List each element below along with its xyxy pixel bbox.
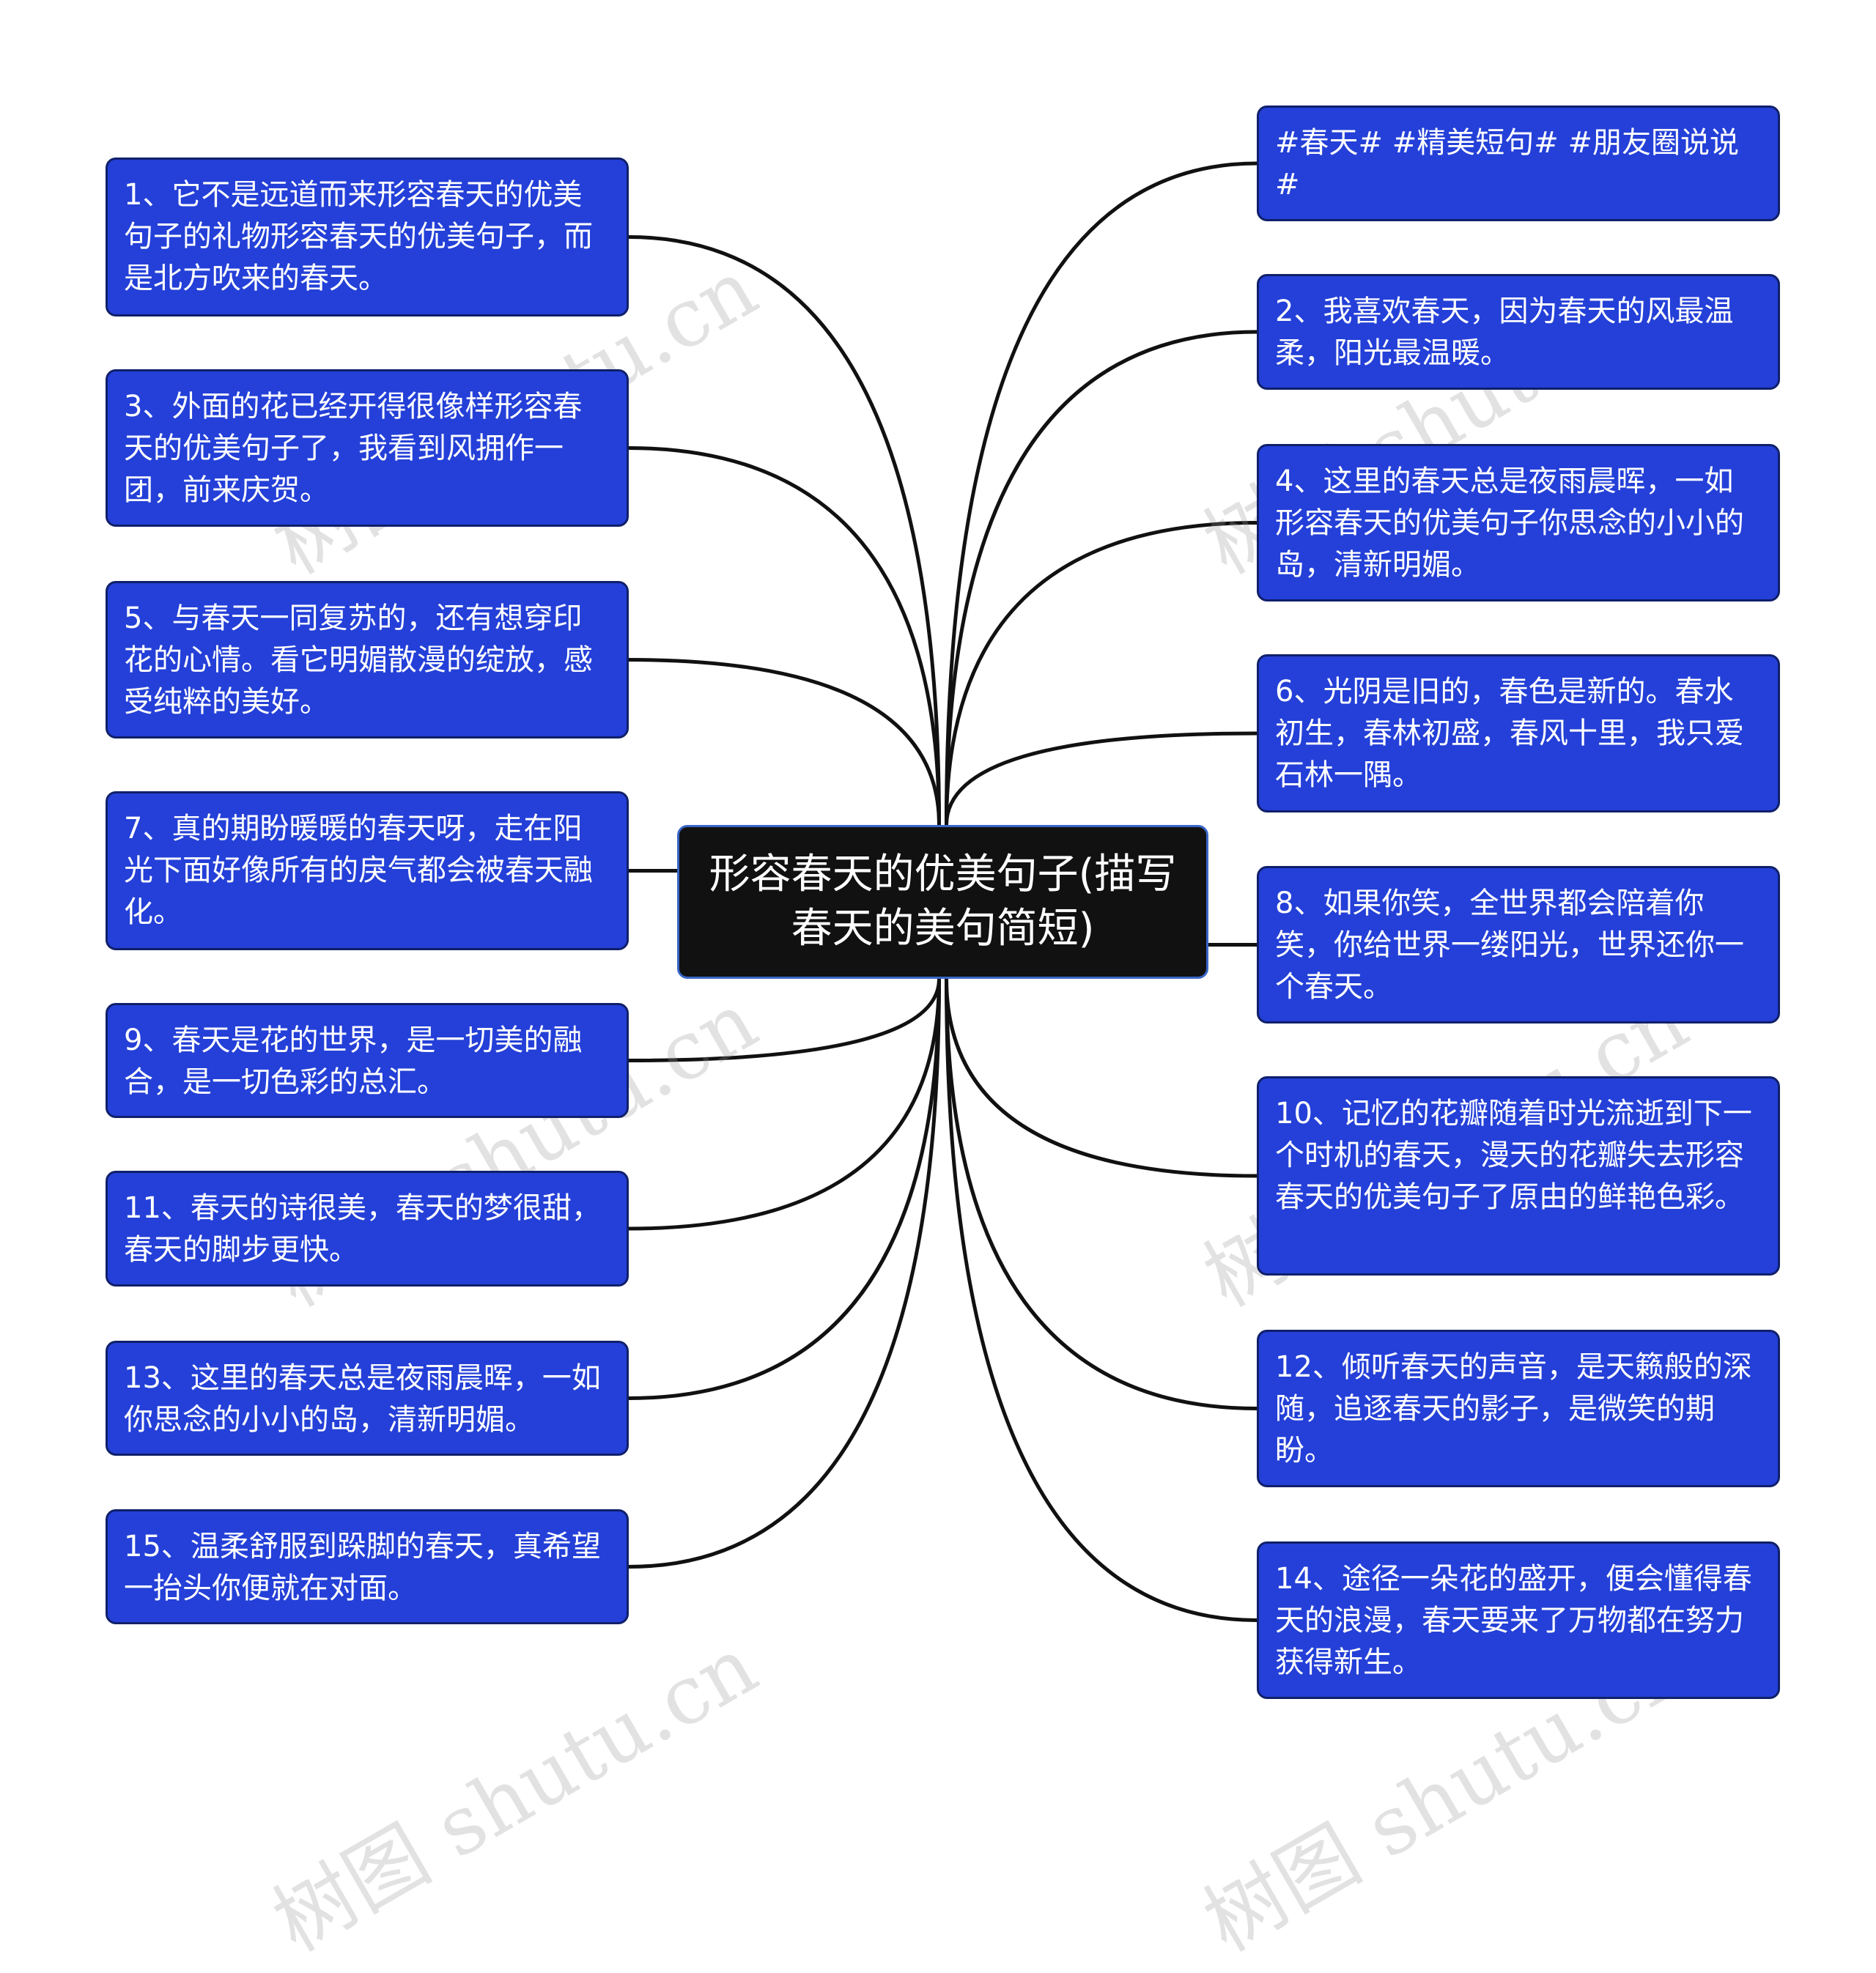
connector-line (628, 978, 941, 1062)
topic-node-tags[interactable]: #春天# #精美短句# #朋友圈说说# (1257, 106, 1780, 221)
connector-line (628, 658, 941, 826)
connector-line (945, 161, 1258, 826)
topic-node-10[interactable]: 10、记忆的花瓣随着时光流逝到下一个时机的春天，漫天的花瓣失去形容春天的优美句子… (1257, 1076, 1780, 1276)
connector-line (945, 330, 1258, 826)
topic-node-4[interactable]: 4、这里的春天总是夜雨晨晖，一如形容春天的优美句子你思念的小小的岛，清新明媚。 (1257, 444, 1780, 601)
connector-line (628, 978, 941, 1231)
topic-node-7[interactable]: 7、真的期盼暖暖的春天呀，走在阳光下面好像所有的戾气都会被春天融化。 (106, 791, 629, 950)
connector-lines (628, 161, 1258, 1622)
connector-line (945, 978, 1258, 1178)
connector-line (628, 446, 941, 826)
topic-node-2[interactable]: 2、我喜欢春天，因为春天的风最温柔，阳光最温暖。 (1257, 274, 1780, 390)
topic-node-1[interactable]: 1、它不是远道而来形容春天的优美句子的礼物形容春天的优美句子，而是北方吹来的春天… (106, 158, 629, 317)
connector-line (628, 978, 941, 1569)
topic-node-13[interactable]: 13、这里的春天总是夜雨晨晖，一如你思念的小小的岛，清新明媚。 (106, 1341, 629, 1456)
connector-line (628, 978, 941, 1400)
connector-line (628, 235, 941, 826)
topic-node-11[interactable]: 11、春天的诗很美，春天的梦很甜，春天的脚步更快。 (106, 1171, 629, 1287)
connector-line (945, 978, 1258, 1410)
topic-node-12[interactable]: 12、倾听春天的声音，是天籁般的深随，追逐春天的影子，是微笑的期盼。 (1257, 1330, 1780, 1487)
topic-node-3[interactable]: 3、外面的花已经开得很像样形容春天的优美句子了，我看到风拥作一团，前来庆贺。 (106, 369, 629, 527)
topic-node-6[interactable]: 6、光阴是旧的，春色是新的。春水初生，春林初盛，春风十里，我只爱石林一隅。 (1257, 654, 1780, 812)
central-topic[interactable]: 形容春天的优美句子(描写春天的美句简短) (677, 825, 1208, 979)
topic-node-15[interactable]: 15、温柔舒服到跺脚的春天，真希望一抬头你便就在对面。 (106, 1509, 629, 1624)
connector-line (945, 731, 1258, 826)
topic-node-14[interactable]: 14、途径一朵花的盛开，便会懂得春天的浪漫，春天要来了万物都在努力获得新生。 (1257, 1541, 1780, 1699)
connector-line (945, 978, 1258, 1622)
topic-node-9[interactable]: 9、春天是花的世界，是一切美的融合，是一切色彩的总汇。 (106, 1003, 629, 1118)
connector-line (945, 521, 1258, 826)
topic-node-8[interactable]: 8、如果你笑，全世界都会陪着你笑，你给世界一缕阳光，世界还你一个春天。 (1257, 866, 1780, 1023)
topic-node-5[interactable]: 5、与春天一同复苏的，还有想穿印花的心情。看它明媚散漫的绽放，感受纯粹的美好。 (106, 581, 629, 739)
